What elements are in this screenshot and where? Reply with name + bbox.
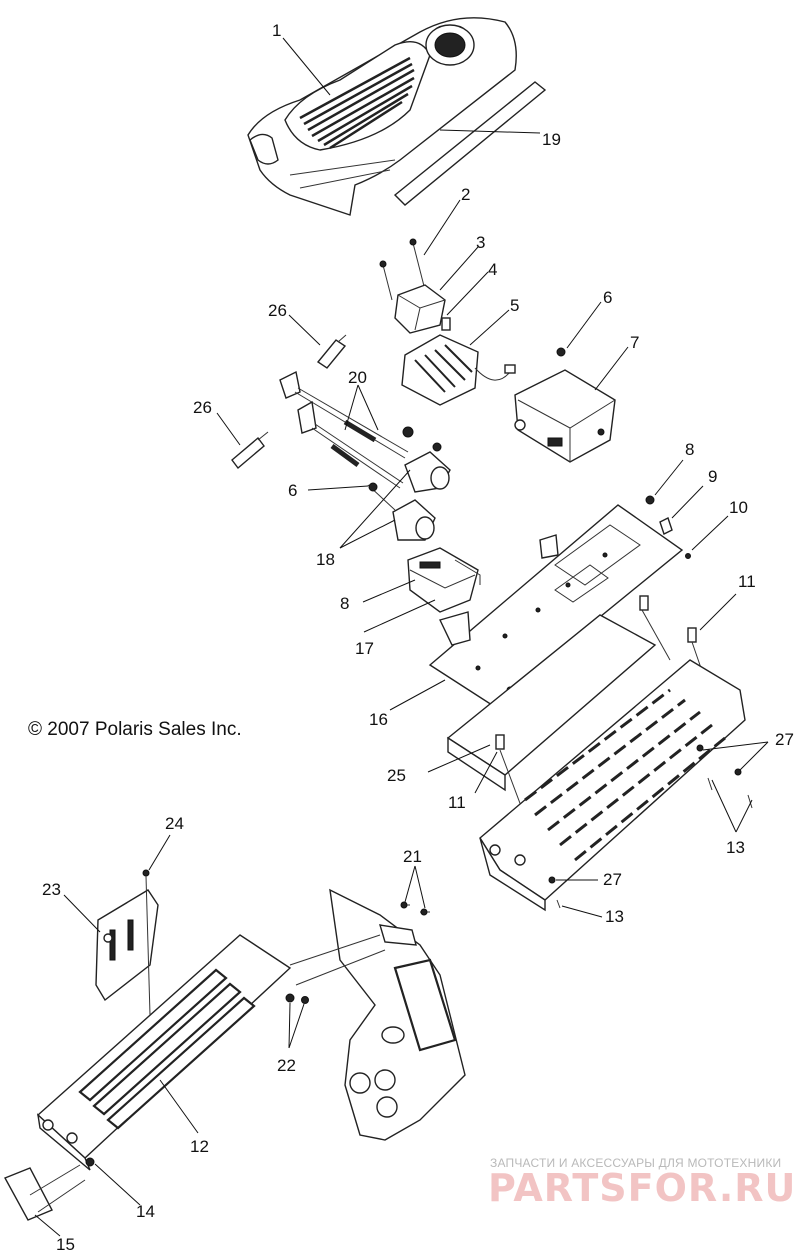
plug-wires-part — [279, 370, 409, 489]
spark-plug-lower-part — [231, 431, 269, 470]
callout-17: 17 — [355, 639, 374, 658]
trim-strip-part — [393, 81, 547, 206]
callout-7: 7 — [630, 333, 639, 352]
callout-5: 5 — [510, 296, 519, 315]
nut-part — [645, 495, 655, 505]
standoff-part — [495, 734, 505, 750]
nut-part — [556, 347, 566, 357]
left-floorboard-part — [36, 934, 292, 1171]
standoff-part — [639, 595, 649, 611]
callout-10: 10 — [729, 498, 748, 517]
screw-part — [685, 553, 691, 559]
callout-26: 26 — [268, 301, 287, 320]
callout-11b: 11 — [448, 793, 466, 812]
grommet-part — [514, 419, 526, 431]
callout-4: 4 — [488, 260, 497, 279]
callout-13: 13 — [726, 838, 745, 857]
nuts-part — [285, 993, 309, 1004]
spacer-part — [441, 317, 451, 331]
callout-20: 20 — [348, 368, 367, 387]
callout-labels: 1 19 2 3 4 5 6 7 26 20 26 6 18 8 17 16 8… — [42, 21, 794, 1252]
end-plate-part — [4, 1164, 86, 1221]
callout-27b: 27 — [603, 870, 622, 889]
callout-9: 9 — [708, 467, 717, 486]
callout-13b: 13 — [605, 907, 624, 926]
callout-27: 27 — [775, 730, 794, 749]
callout-12: 12 — [190, 1137, 209, 1156]
regulator-part — [401, 334, 516, 406]
callout-8b: 8 — [685, 440, 694, 459]
callout-25: 25 — [387, 766, 406, 785]
fastener-part — [696, 744, 704, 752]
callout-24: 24 — [165, 814, 184, 833]
callout-26b: 26 — [193, 398, 212, 417]
foam-pad-side-part — [447, 736, 506, 792]
leader-lines — [34, 37, 769, 1237]
mounting-plate-part — [428, 504, 684, 706]
fastener-part — [142, 869, 150, 877]
callout-11: 11 — [738, 572, 756, 591]
ignition-coil-upper-part — [402, 426, 451, 493]
ignition-coil-lower-part — [367, 484, 436, 541]
callout-22: 22 — [277, 1056, 296, 1075]
callout-16: 16 — [369, 710, 388, 729]
copyright-notice: © 2007 Polaris Sales Inc. — [28, 719, 242, 740]
right-floorboard-part — [479, 659, 746, 912]
callout-15: 15 — [56, 1235, 75, 1252]
spark-plug-upper-part — [316, 334, 347, 369]
fastener-part — [734, 768, 742, 776]
callout-19: 19 — [542, 130, 561, 149]
hood-panel-part — [247, 17, 517, 216]
console-panel-part — [329, 888, 466, 1141]
callout-23: 23 — [42, 880, 61, 899]
bolts-part — [379, 238, 426, 301]
watermark-logo: PARTSFOR.RU — [488, 1166, 797, 1210]
standoff-part — [687, 627, 697, 643]
side-bracket-part — [95, 889, 159, 1002]
callout-8: 8 — [340, 594, 349, 613]
clip-part — [659, 517, 673, 535]
screws-part — [400, 901, 430, 916]
callout-2: 2 — [461, 185, 470, 204]
callout-6: 6 — [603, 288, 612, 307]
callout-18: 18 — [316, 550, 335, 569]
callout-3: 3 — [476, 233, 485, 252]
coil-bracket-part — [407, 547, 481, 613]
callout-6b: 6 — [288, 481, 297, 500]
callout-1: 1 — [272, 21, 281, 40]
watermark-subtitle: ЗАПЧАСТИ И АКСЕССУАРЫ ДЛЯ МОТОТЕХНИКИ — [490, 1156, 782, 1170]
callout-21: 21 — [403, 847, 422, 866]
callout-14: 14 — [136, 1202, 155, 1221]
nut-part — [368, 482, 378, 492]
fastener-part — [548, 876, 556, 884]
relay-part — [394, 284, 446, 334]
